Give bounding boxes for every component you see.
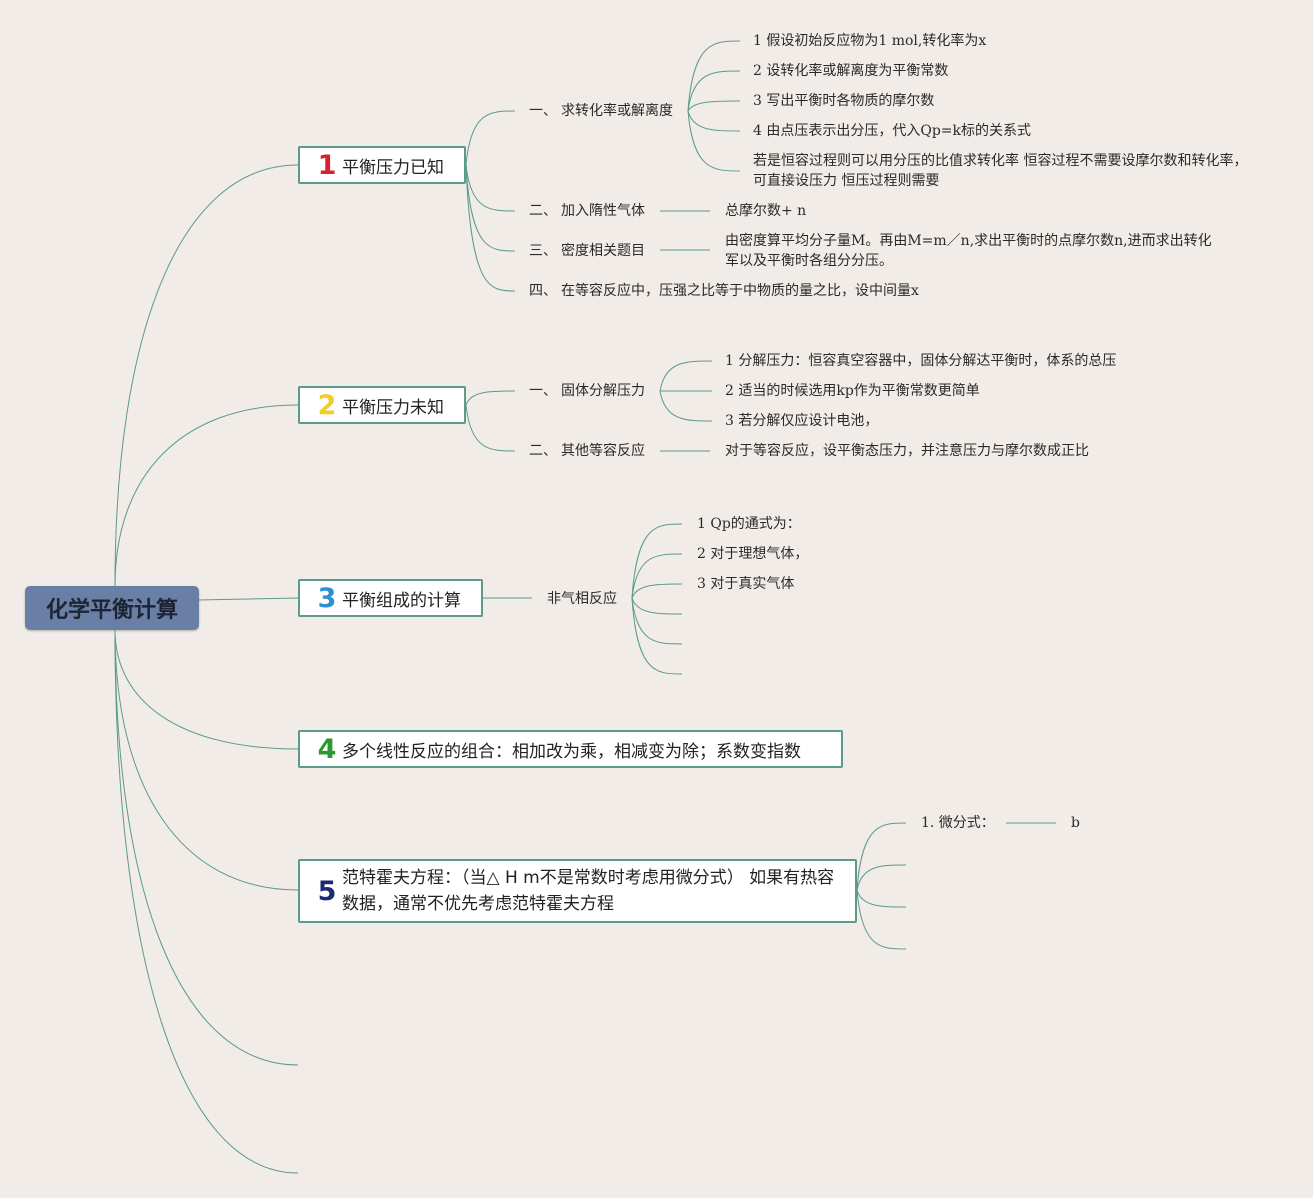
t1-b3-detail-1[interactable]: 由密度算平均分子量M。再由M=m／n,求出平衡时的点摩尔数n,进而求出转化军以及… — [725, 233, 1212, 269]
t2-b1-label[interactable]: 固体分解压力 — [561, 383, 645, 399]
t2-b1-detail-3[interactable]: 3 若分解仅应设计电池， — [725, 413, 879, 429]
topic-1-title: 平衡压力已知 — [342, 157, 444, 178]
t1-b1-label[interactable]: 求转化率或解离度 — [561, 103, 673, 119]
t1-branch-4 — [465, 164, 516, 292]
t3-b1-detail-3[interactable]: 3 对于真实气体 — [697, 576, 795, 592]
t1-b1-prefix: 一、 — [529, 103, 557, 119]
t1-branch-1 — [465, 110, 516, 166]
t1-b4-label[interactable]: 在等容反应中，压强之比等于中物质的量之比，设中间量x — [561, 283, 919, 299]
topic-4-title: 多个线性反应的组合：相加改为乘，相减变为除；系数变指数 — [342, 741, 801, 762]
topic-5-title: 范特霍夫方程：（当△ H m不是常数时考虑用微分式） 如果有热容数据，通常不优先… — [342, 868, 835, 914]
topic-1-number: 1 — [317, 149, 337, 181]
t1-b1-detail-3[interactable]: 3 写出平衡时各物质的摩尔数 — [753, 93, 935, 109]
t2-b2-detail-1[interactable]: 对于等容反应，设平衡态压力，并注意压力与摩尔数成正比 — [725, 443, 1089, 459]
t2-b1-detail-line-3 — [659, 390, 713, 422]
t3-b1-detail-1[interactable]: 1 Qp的通式为： — [697, 516, 801, 532]
t3-b1-detail-line-3 — [631, 583, 683, 599]
root-to-topic-5 — [114, 629, 299, 891]
t2-b1-detail-2[interactable]: 2 适当的时候选用kp作为平衡常数更简单 — [725, 383, 980, 399]
t5-branch-4 — [856, 889, 907, 950]
t5-branch-2 — [856, 864, 907, 891]
t2-branch-1 — [465, 390, 516, 406]
t1-b1-detail-line-4 — [687, 110, 741, 132]
t3-b1-detail-line-2 — [631, 553, 683, 599]
topic-2[interactable]: 2 平衡压力未知 — [298, 386, 466, 424]
t1-b1-detail-1[interactable]: 1 假设初始反应物为1 mol,转化率为x — [753, 33, 987, 49]
t3-b1-detail-line-1 — [631, 523, 683, 599]
t5-b1-label[interactable]: 1. 微分式： — [921, 815, 995, 831]
t1-b2-prefix: 二、 — [529, 203, 557, 219]
root-to-topic-3 — [197, 597, 299, 601]
t5-branch-3 — [856, 889, 907, 908]
t2-b2-label[interactable]: 其他等容反应 — [561, 443, 645, 459]
root-to-empty-6 — [114, 629, 299, 1066]
topic-4-number: 4 — [317, 733, 337, 765]
topic-3-title: 平衡组成的计算 — [342, 590, 461, 611]
root-topic[interactable]: 化学平衡计算 — [25, 586, 199, 630]
topic-4[interactable]: 4 多个线性反应的组合：相加改为乘，相减变为除；系数变指数 — [298, 730, 843, 768]
t1-b1-detail-2[interactable]: 2 设转化率或解离度为平衡常数 — [753, 63, 949, 79]
t3-b1-detail-line-4 — [631, 597, 683, 615]
t1-b1-detail-5[interactable]: 若是恒容过程则可以用分压的比值求转化率 恒容过程不需要设摩尔数和转化率，可直接设… — [753, 153, 1248, 189]
t5-b1-detail-1[interactable]: b — [1071, 815, 1080, 831]
topic-2-title: 平衡压力未知 — [342, 397, 444, 418]
t1-b2-label[interactable]: 加入隋性气体 — [561, 203, 645, 219]
t1-branch-3 — [465, 164, 516, 252]
t5-branch-1 — [856, 822, 907, 891]
t1-b1-detail-line-3 — [687, 100, 741, 112]
topic-1[interactable]: 1 平衡压力已知 — [298, 146, 466, 184]
topic-5[interactable]: 5 范特霍夫方程：（当△ H m不是常数时考虑用微分式） 如果有热容数据，通常不… — [298, 859, 857, 923]
root-to-topic-1 — [114, 164, 299, 587]
topic-3-number: 3 — [317, 582, 337, 614]
t2-b1-detail-1[interactable]: 1 分解压力：恒容真空容器中，固体分解达平衡时，体系的总压 — [725, 353, 1117, 369]
root-to-empty-7 — [114, 629, 299, 1174]
t1-b2-detail-1[interactable]: 总摩尔数+ n — [725, 203, 807, 219]
t2-branch-2 — [465, 404, 516, 452]
t3-b1-label[interactable]: 非气相反应 — [547, 591, 617, 607]
t1-b1-detail-line-2 — [687, 70, 741, 112]
topic-5-number: 5 — [317, 875, 337, 907]
t3-b1-detail-line-6 — [631, 597, 683, 675]
topic-2-number: 2 — [317, 389, 337, 421]
t2-b2-prefix: 二、 — [529, 443, 557, 459]
t3-b1-detail-2[interactable]: 2 对于理想气体， — [697, 546, 809, 562]
t1-b3-label[interactable]: 密度相关题目 — [561, 243, 645, 259]
t2-b1-detail-line-1 — [659, 360, 713, 392]
t1-branch-2 — [465, 164, 516, 212]
t2-b1-prefix: 一、 — [529, 383, 557, 399]
t1-b1-detail-line-5 — [687, 110, 741, 172]
t3-b1-detail-line-5 — [631, 597, 683, 645]
t1-b4-prefix: 四、 — [529, 283, 557, 299]
t1-b1-detail-line-1 — [687, 40, 741, 112]
topic-3[interactable]: 3 平衡组成的计算 — [298, 579, 483, 617]
t1-b3-prefix: 三、 — [529, 243, 557, 259]
root-to-topic-2 — [114, 404, 299, 587]
t1-b1-detail-4[interactable]: 4 由点压表示出分压，代入Qp=k标的关系式 — [753, 123, 1032, 139]
root-to-topic-4 — [114, 629, 299, 750]
